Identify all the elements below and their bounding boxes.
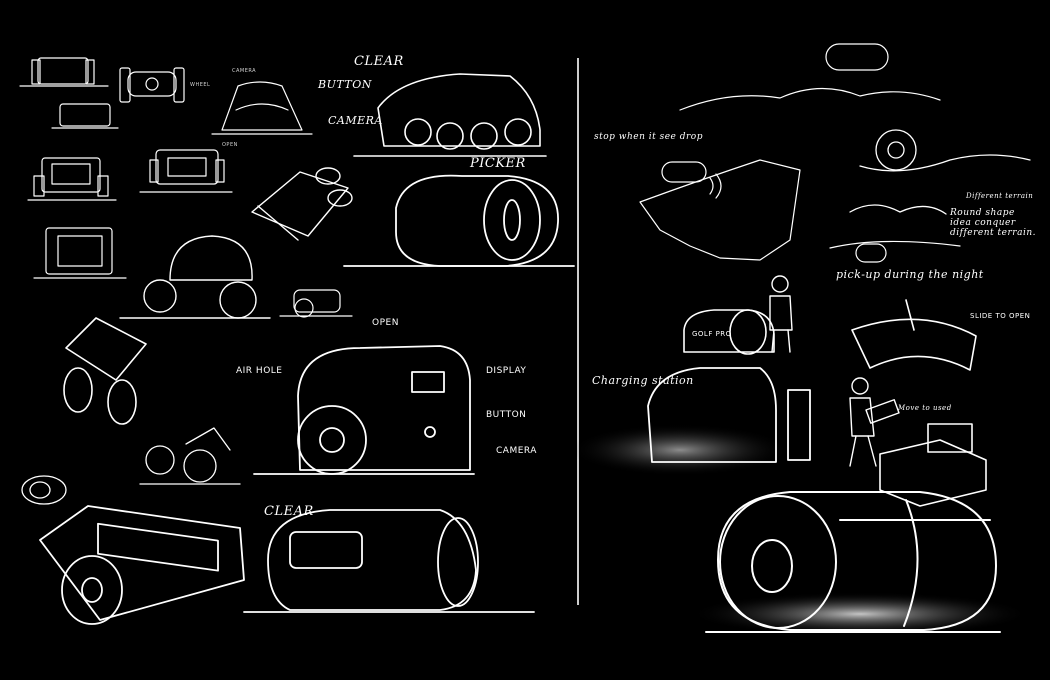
label-pick-up-night: pick-up during the night <box>836 268 984 281</box>
robot-mini-sketch <box>279 289 353 318</box>
label-camera-small: CAMERA <box>232 68 257 74</box>
label-charging-station: Charging station <box>592 374 694 387</box>
terrain-wheel-sketch <box>849 129 1031 215</box>
label-picker: PICKER <box>470 156 526 171</box>
label-open-small: OPEN <box>222 142 238 148</box>
label-clear-bottom: CLEAR <box>264 504 314 519</box>
large-robot-glow <box>690 592 1030 636</box>
robot-grille-front-sketch <box>27 157 117 201</box>
storage-box-sketch <box>879 423 987 507</box>
label-camera-top: CAMERA <box>328 114 383 127</box>
label-air-hole: AIR HOLE <box>236 366 283 376</box>
robot-main-wheeled-sketch <box>253 345 475 475</box>
robot-cylinder-picker-sketch <box>343 174 575 267</box>
robot-side-wheel-sketch <box>21 475 67 505</box>
label-move-to-used: Move to used <box>898 404 952 412</box>
label-wheel: WHEEL <box>190 82 211 88</box>
charging-station-sketch <box>647 367 811 463</box>
robot-iso-tracked-sketch <box>251 167 353 241</box>
label-golf-pro: GOLF PRO <box>692 330 732 338</box>
robot-grille-panel-sketch <box>33 227 127 279</box>
person-standing-sketch <box>769 275 793 353</box>
cliff-drop-sketch <box>639 159 801 261</box>
robot-small-wheels-sketch <box>139 427 241 485</box>
slide-to-open-panel-sketch <box>851 299 977 371</box>
label-open-mid: OPEN <box>372 318 399 328</box>
label-different-terrain: Different terrain <box>966 192 1034 200</box>
robot-dome-cart-sketch <box>119 235 271 319</box>
person-carrying-box-sketch <box>849 377 900 467</box>
robot-tracked-large-sketch <box>39 505 245 625</box>
robot-angled-box-sketch <box>63 317 147 425</box>
robot-top-view-sketch <box>119 67 185 103</box>
label-stop-drop: stop when it see drop <box>594 132 703 142</box>
label-camera-mid: CAMERA <box>496 446 537 456</box>
label-display: DISPLAY <box>486 366 527 376</box>
robot-front-view-sketch <box>19 57 109 87</box>
label-button-mid: BUTTON <box>486 410 527 420</box>
charging-station-glow <box>570 424 790 476</box>
robot-perspective-small-sketch <box>211 81 313 135</box>
night-pickup-sketch <box>829 240 961 263</box>
label-clear-top: CLEAR <box>354 54 404 69</box>
label-slide-to-open: SLIDE TO OPEN <box>970 312 1031 320</box>
robot-rear-view-sketch <box>51 103 119 129</box>
large-cylinder-robot-sketch <box>705 491 1001 633</box>
label-round-shape-note: Round shape idea conquer different terra… <box>950 208 1036 238</box>
label-button-top: BUTTON <box>318 78 372 91</box>
hill-terrain-sketch <box>679 43 941 111</box>
robot-grille-side-sketch <box>139 149 233 193</box>
robot-capsule-clear-sketch <box>243 509 535 613</box>
robot-car-sketch <box>353 73 547 157</box>
